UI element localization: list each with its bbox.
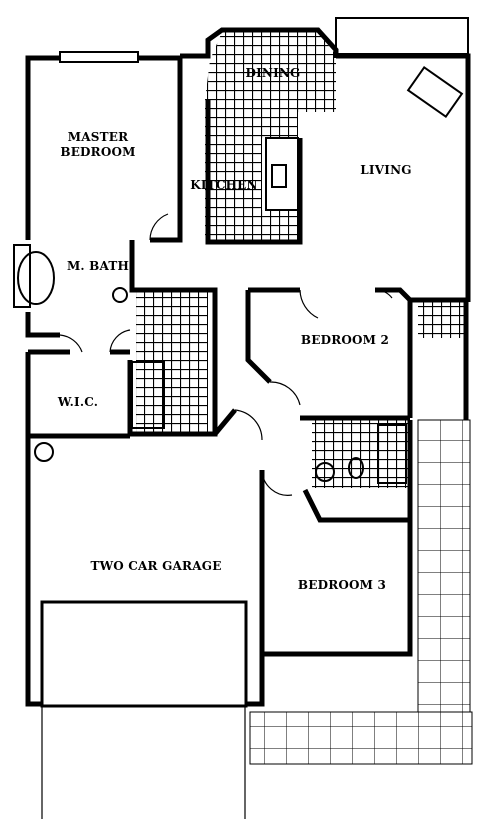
room-label-master-bath: M. BATH (67, 259, 129, 273)
room-label-line: M. BATH (67, 259, 129, 273)
room-label-line: LIVING (360, 163, 411, 177)
washer-dryer (131, 361, 165, 429)
room-label-living: LIVING (360, 163, 411, 177)
room-label-line: BEDROOM (60, 145, 135, 159)
driveway (41, 705, 246, 819)
room-label-line: BEDROOM 3 (298, 578, 386, 592)
toilet (348, 457, 364, 479)
bathtub (17, 251, 55, 305)
walls (25, 27, 471, 707)
patio (335, 17, 469, 55)
room-label-bedroom-3: BEDROOM 3 (298, 578, 386, 592)
fireplace (406, 65, 464, 119)
water-heater (34, 442, 54, 462)
room-label-line: DINING (245, 66, 300, 80)
room-label-line: MASTER (68, 130, 129, 144)
door-swings (59, 213, 393, 496)
room-label-kitchen: KITCHEN (190, 178, 257, 192)
room-label-bedroom-2: BEDROOM 2 (301, 333, 389, 347)
room-label-line: KITCHEN (190, 178, 257, 192)
windows (13, 51, 139, 308)
room-label-line: W.I.C. (57, 395, 98, 409)
walkway (249, 419, 473, 765)
tile-floors (136, 32, 466, 488)
room-label-line: TWO CAR GARAGE (90, 559, 221, 573)
hall-bath-sink (315, 462, 335, 482)
fixtures (17, 65, 464, 484)
garage-door (40, 600, 248, 708)
kitchen-sink (271, 164, 287, 188)
shower (377, 424, 407, 484)
room-label-walk-in-closet: W.I.C. (57, 395, 98, 409)
room-label-garage: TWO CAR GARAGE (90, 559, 221, 573)
master-bath-sink (112, 287, 128, 303)
room-label-line: BEDROOM 2 (301, 333, 389, 347)
room-label-dining: DINING (245, 66, 300, 80)
